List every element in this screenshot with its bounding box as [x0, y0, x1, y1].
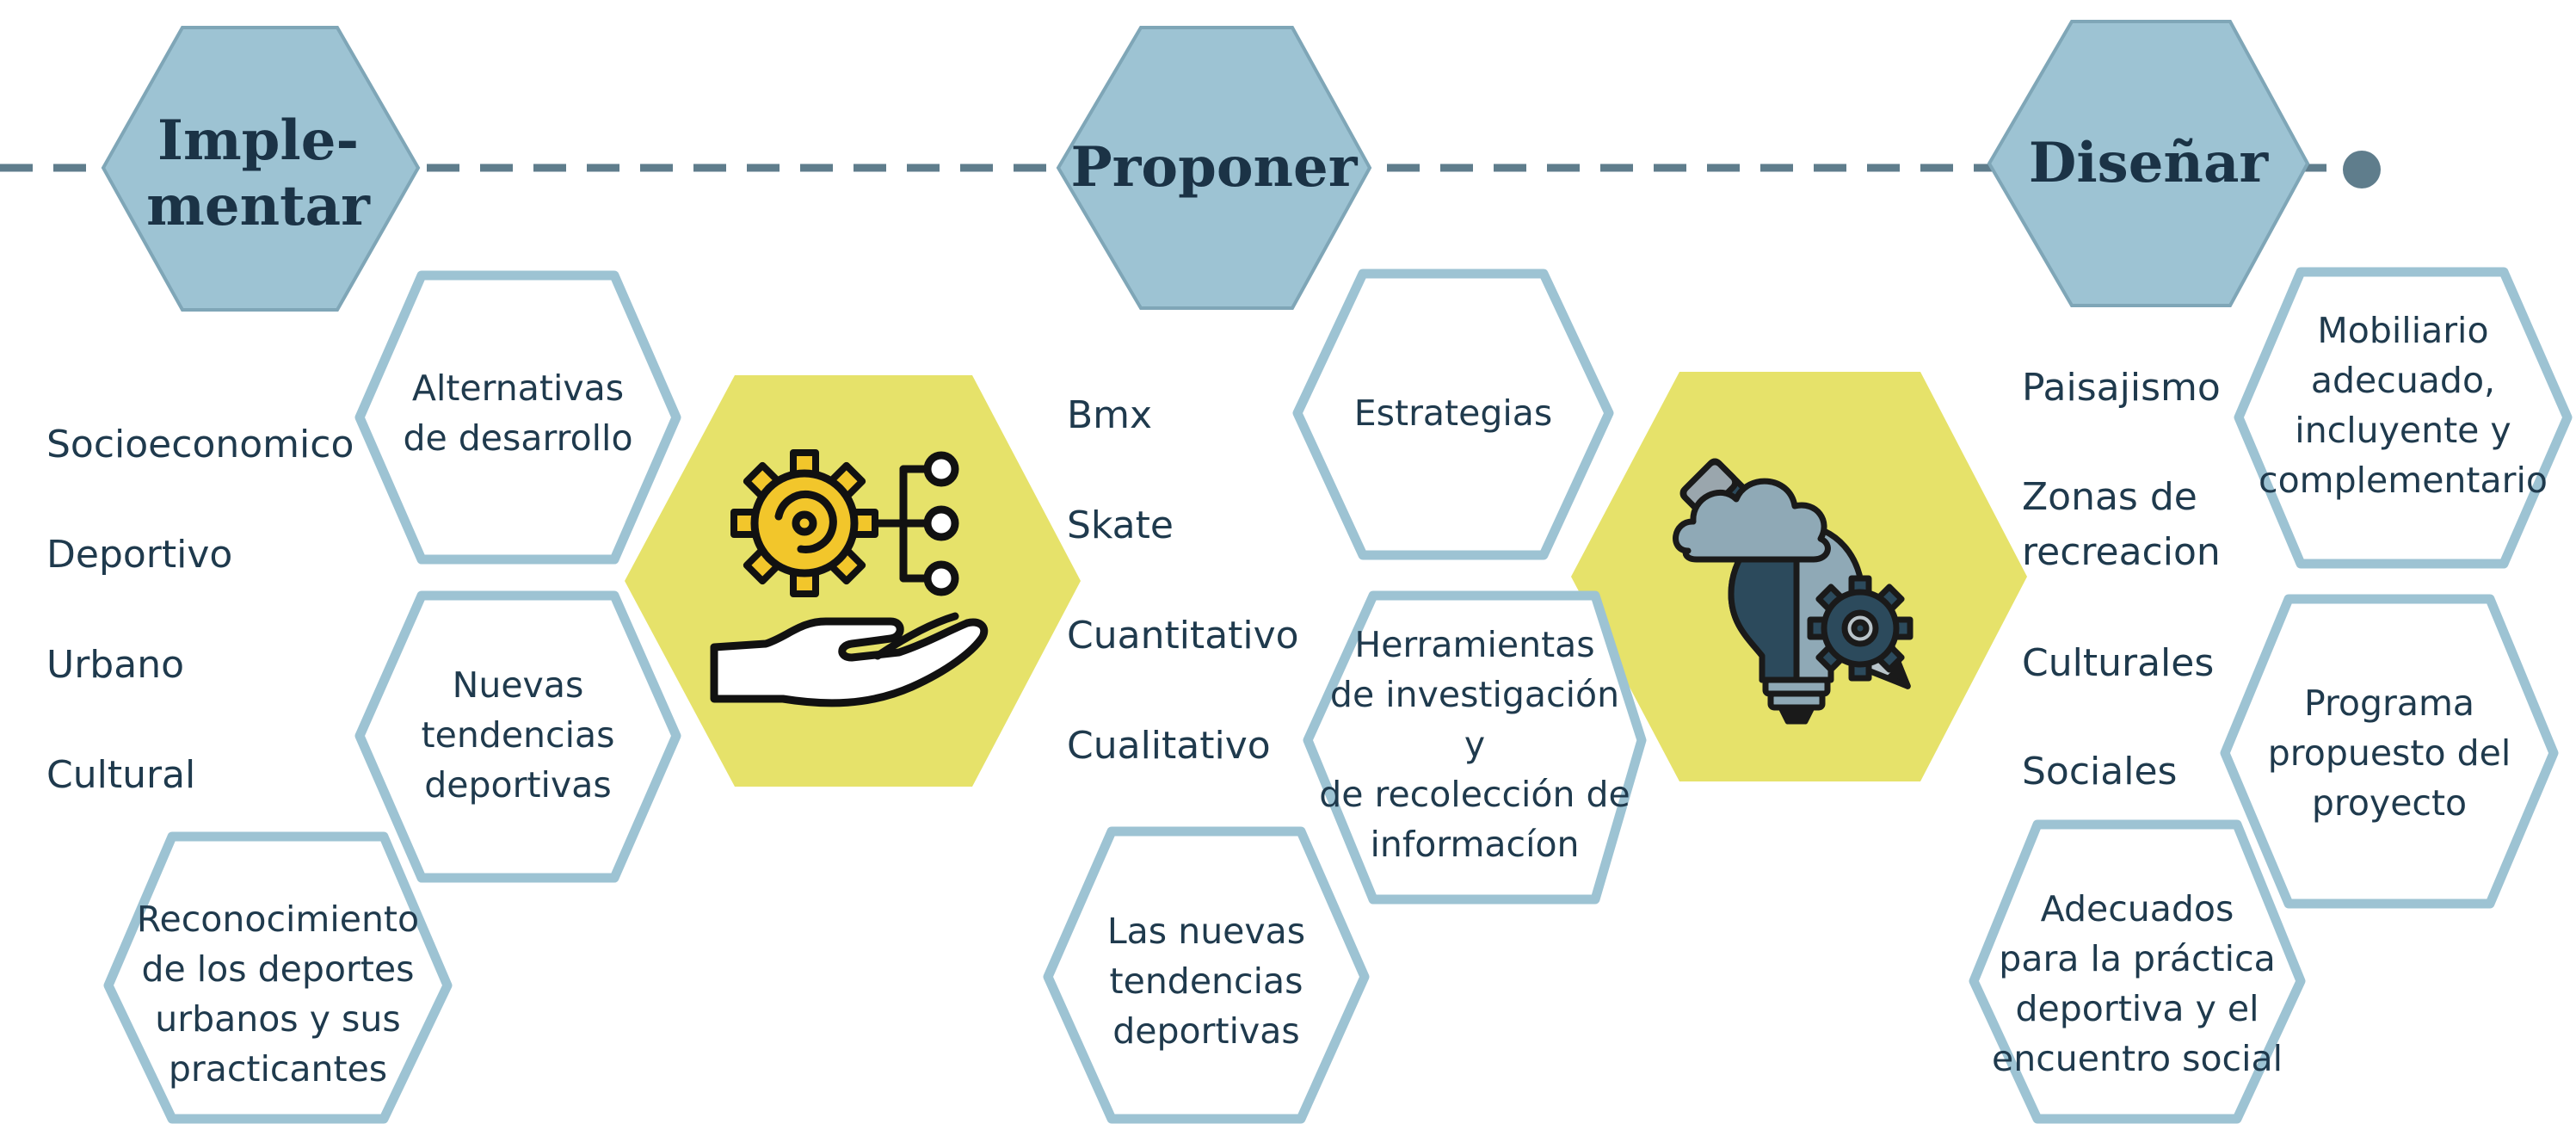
- list-item-cuantitativo: Cuantitativo: [1067, 614, 1299, 658]
- list-item-urbano: Urbano: [46, 643, 184, 687]
- hex-proponer: [1056, 26, 1372, 310]
- hex-text-nuevas-tendencias: Nuevas tendencias deportivas: [421, 664, 615, 806]
- list-item-zonas-recreacion: Zonas de recreacion: [2022, 475, 2221, 574]
- hex-outline-reconocimiento: [103, 831, 453, 1124]
- disenar-title: Diseñar: [2028, 131, 2269, 195]
- hex-outline-adecuados: [1969, 819, 2306, 1124]
- implementar-title: Imple- mentar: [146, 108, 370, 238]
- hex-outline-estrategias: [1292, 269, 1614, 560]
- list-item-bmx: Bmx: [1067, 393, 1153, 437]
- hex-text-reconocimiento: Reconocimiento de los deportes urbanos y…: [136, 899, 420, 1090]
- list-item-cualitativo: Cualitativo: [1067, 724, 1271, 768]
- hex-text-estrategias: Estrategias: [1353, 392, 1553, 434]
- hex-outline-las-nuevas: [1043, 826, 1370, 1124]
- list-item-skate: Skate: [1067, 503, 1174, 547]
- list-item-socioeconomico: Socioeconomico: [46, 423, 354, 466]
- list-item-cultural: Cultural: [46, 753, 196, 797]
- hex-icon-implementar: [625, 375, 1081, 787]
- idea-pencil-cloud-gear-icon: [1673, 458, 1914, 725]
- hex-text-alternativas: Alternativas de desarrollo: [403, 367, 633, 459]
- hex-text-adecuados: Adecuados para la práctica deportiva y e…: [1992, 888, 2283, 1079]
- hex-outline-nuevas: [354, 590, 681, 883]
- hex-outline-alternativas: [354, 270, 681, 565]
- hex-outline-mobiliario: [2234, 267, 2573, 569]
- hex-outline-programa: [2220, 594, 2559, 909]
- hex-disenar: [1987, 20, 2310, 307]
- hex-text-mobiliario: Mobiliario adecuado, incluyente y comple…: [2259, 310, 2548, 501]
- proponer-title: Proponer: [1070, 135, 1358, 200]
- list-item-deportivo: Deportivo: [46, 533, 233, 577]
- hex-text-programa: Programa propuesto del proyecto: [2267, 682, 2511, 824]
- gear-hand-network-icon: [710, 449, 989, 707]
- hex-text-herramientas: Herramientas de investigación y de recol…: [1319, 624, 1630, 865]
- hex-implementar: [101, 26, 421, 312]
- hex-outline-herramientas: [1303, 590, 1647, 905]
- list-item-culturales: Culturales: [2022, 641, 2215, 685]
- list-item-paisajismo: Paisajismo: [2022, 366, 2221, 410]
- hex-text-las-nuevas: Las nuevas tendencias deportivas: [1106, 911, 1306, 1052]
- timeline-end-dot: [2343, 151, 2381, 188]
- list-item-sociales: Sociales: [2022, 750, 2178, 794]
